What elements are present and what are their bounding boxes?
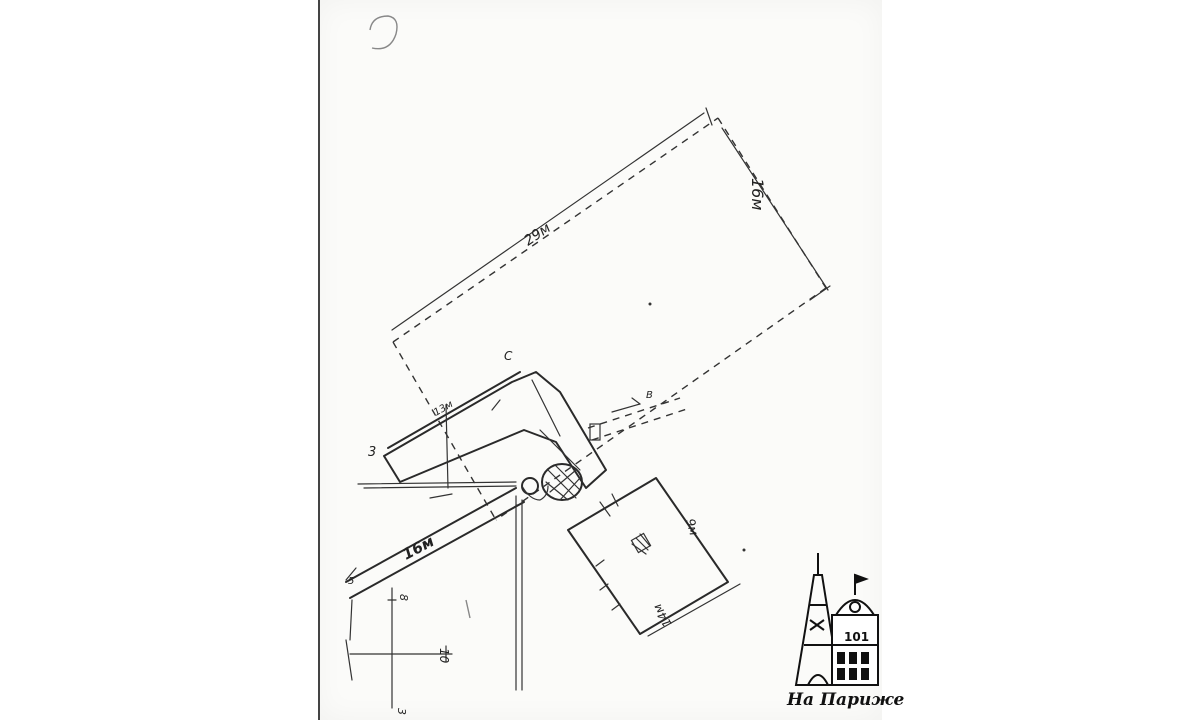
label-big-length: 29м [521,220,554,249]
label-bottom-10: 10 [437,648,451,664]
stray-dot [648,302,652,306]
stray-dot-2 [742,548,746,552]
label-big-width: 16м [748,178,767,210]
paper-sheet [318,0,882,720]
corner-scribble [369,15,398,50]
label-bottom-3: 3 [395,708,408,715]
access-path [345,481,525,691]
brand-logo-text: На Париже [787,690,905,710]
label-arrow-b: B [646,390,653,401]
label-left-3: 3 [368,445,376,460]
label-left-5: 5 [348,576,354,587]
arrow-to-b [587,397,691,441]
label-bottom-8: 8 [397,594,410,601]
label-corner-c: C [504,349,513,363]
label-path-length: 16м [399,532,437,563]
label-house-side-1: 9м [683,517,701,537]
logo-sign-number: 101 [844,630,869,644]
paper-edge [318,0,320,720]
house-plan [567,477,741,637]
eiffel-tower-logo-icon: 101 [794,553,879,686]
well-area [521,463,583,501]
bottom-measurements [349,587,453,709]
stray-mark [465,599,471,619]
large-plot-outline [391,107,831,521]
l-shaped-building [383,371,607,489]
